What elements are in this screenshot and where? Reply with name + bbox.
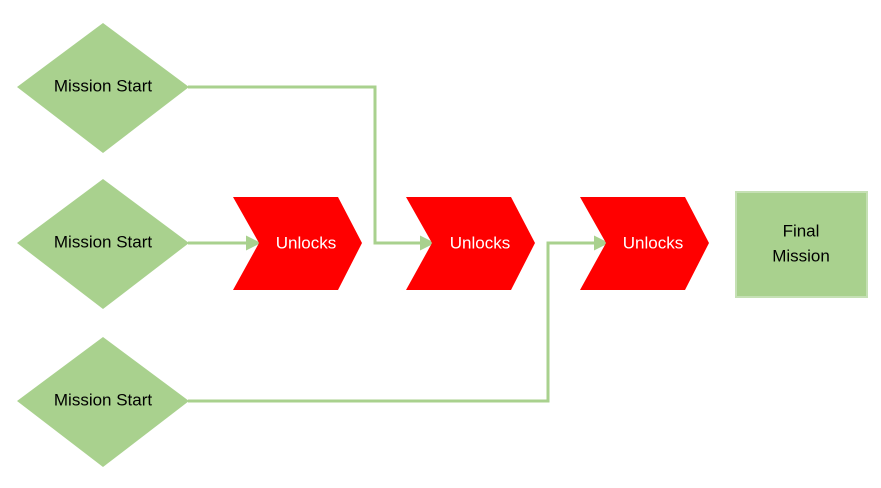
unlocks-node-2: Unlocks: [406, 197, 535, 290]
edge-start-3-to-unlock-3: [188, 235, 609, 403]
unlocks-label: Unlocks: [623, 233, 683, 252]
unlocks-label: Unlocks: [450, 233, 510, 252]
unlocks-node-3: Unlocks: [580, 197, 709, 290]
final-mission-node: Final Mission: [735, 191, 868, 298]
connectors: [188, 85, 609, 403]
edge-start-1-to-unlock-2: [188, 85, 435, 251]
final-mission-label-line2: Mission: [772, 246, 830, 265]
unlocks-label: Unlocks: [276, 233, 336, 252]
final-mission-label-line1: Final: [783, 221, 820, 240]
unlocks-node-1: Unlocks: [233, 197, 362, 290]
mission-start-label: Mission Start: [54, 76, 153, 95]
mission-start-label: Mission Start: [54, 232, 153, 251]
mission-start-label: Mission Start: [54, 390, 153, 409]
mission-start-node-1: Mission Start: [17, 23, 189, 153]
mission-start-node-3: Mission Start: [17, 337, 189, 467]
mission-start-node-2: Mission Start: [17, 179, 189, 309]
